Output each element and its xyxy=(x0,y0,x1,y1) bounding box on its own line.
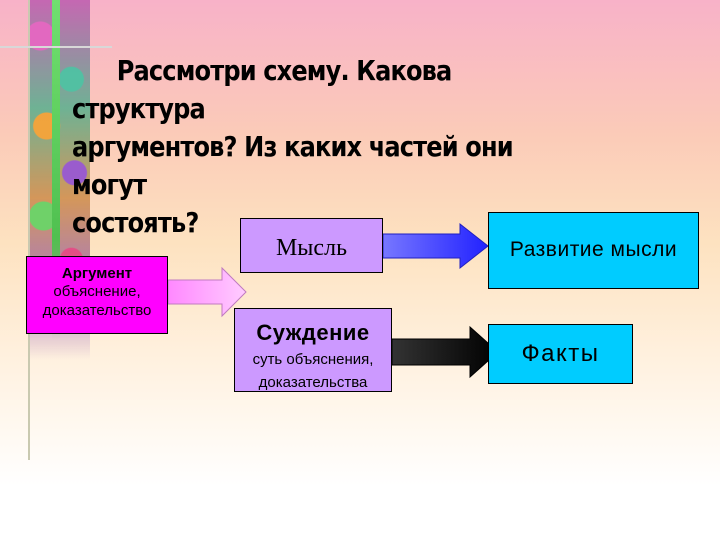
title-line-1: Рассмотри схему. Какова структура xyxy=(72,54,452,125)
arrow-judgement-to-facts xyxy=(391,325,499,379)
argument-line-2: доказательство xyxy=(42,302,152,319)
facts-title: Факты xyxy=(521,340,600,367)
decorative-green-bar xyxy=(52,0,60,340)
arrow-argument-right xyxy=(167,266,247,318)
development-title: Развитие мысли xyxy=(509,238,678,261)
decorative-horizontal-line xyxy=(0,46,112,48)
thought-title: Мысль xyxy=(275,235,348,261)
decorative-vertical-line xyxy=(28,0,30,460)
box-development: Развитие мысли xyxy=(488,212,699,289)
argument-line-1: объяснение, xyxy=(53,283,141,300)
box-argument: Аргумент объяснение, доказательство xyxy=(26,256,168,334)
title-line-2: аргументов? Из каких частей они могут xyxy=(72,130,514,201)
judgement-title: Суждение xyxy=(256,320,370,345)
slide-title: Рассмотри схему. Какова структура аргуме… xyxy=(72,52,571,242)
box-facts: Факты xyxy=(488,324,633,384)
argument-title: Аргумент xyxy=(61,265,133,282)
box-thought: Мысль xyxy=(240,218,383,273)
arrow-thought-to-development xyxy=(382,222,489,270)
box-judgement: Суждение суть объяснения, доказательства xyxy=(234,308,392,392)
judgement-line-2: доказательства xyxy=(258,374,368,391)
title-line-3: состоять? xyxy=(72,206,199,239)
judgement-line-1: суть объяснения, xyxy=(252,351,374,368)
